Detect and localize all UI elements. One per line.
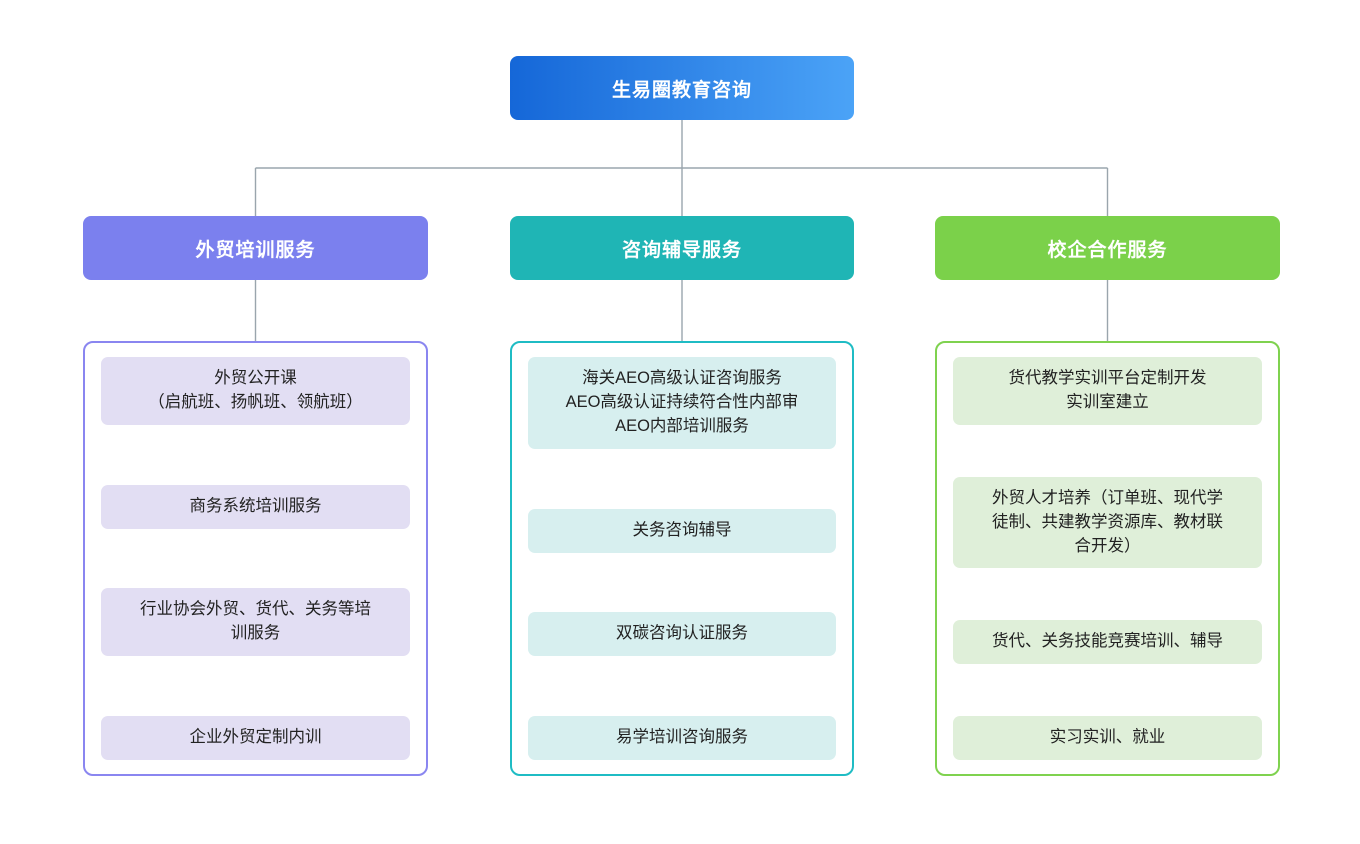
service-item-line: 海关AEO高级认证咨询服务 [582, 369, 782, 387]
service-item-card[interactable]: 实习实训、就业 [953, 716, 1262, 760]
service-item-line: 商务系统培训服务 [189, 496, 322, 515]
service-item-line: 外贸人才培养（订单班、现代学 [992, 488, 1223, 507]
service-item-line: 外贸公开课 [214, 369, 297, 387]
service-item-text: 关务咨询辅导 [633, 519, 732, 543]
service-item-line: 行业协会外贸、货代、关务等培 [140, 600, 371, 619]
service-item-card[interactable]: 外贸公开课 （启航班、扬帆班、领航班） [101, 357, 410, 425]
category-panel-school-enterprise-cooperation: 货代教学实训平台定制开发实训室建立外贸人才培养（订单班、现代学徒制、共建教学资源… [935, 341, 1280, 776]
service-item-line: AEO高级认证持续符合性内部审 [565, 392, 799, 411]
service-item-text: 外贸公开课 （启航班、扬帆班、领航班） [148, 367, 363, 415]
service-item-text: 海关AEO高级认证咨询服务 AEO高级认证持续符合性内部审 AEO内部培训服务 [566, 367, 799, 439]
root-node-label: 生易圈教育咨询 [611, 79, 752, 101]
service-item-card[interactable]: 海关AEO高级认证咨询服务 AEO高级认证持续符合性内部审 AEO内部培训服务 [528, 357, 836, 449]
service-item-line: （启航班、扬帆班、领航班） [148, 392, 363, 411]
category-column-foreign-trade-training: 外贸培训服务 外贸公开课 （启航班、扬帆班、领航班） 商务系统培训服务行业协会外贸、… [83, 216, 428, 776]
service-item-text: 易学培训咨询服务 [616, 726, 748, 750]
service-item-line: 徒制、共建教学资源库、教材联 [992, 512, 1223, 531]
service-item-card[interactable]: 企业外贸定制内训 [101, 716, 410, 760]
category-header-foreign-trade-training[interactable]: 外贸培训服务 [83, 216, 428, 280]
service-item-line: 训服务 [230, 624, 281, 643]
service-item-card[interactable]: 双碳咨询认证服务 [528, 612, 836, 657]
category-header-label: 外贸培训服务 [195, 239, 316, 261]
service-item-text: 货代教学实训平台定制开发实训室建立 [1009, 367, 1207, 415]
service-item-text: 货代、关务技能竞赛培训、辅导 [992, 630, 1223, 654]
category-header-consulting-tutoring[interactable]: 咨询辅导服务 [510, 216, 854, 280]
service-item-line: 合开发） [1074, 536, 1141, 555]
service-item-line: 货代、关务技能竞赛培训、辅导 [992, 632, 1223, 651]
service-item-card[interactable]: 外贸人才培养（订单班、现代学徒制、共建教学资源库、教材联合开发） [953, 476, 1262, 569]
service-item-text: 行业协会外贸、货代、关务等培训服务 [140, 598, 371, 646]
category-header-label: 校企合作服务 [1047, 239, 1168, 261]
category-column-school-enterprise-cooperation: 校企合作服务 货代教学实训平台定制开发实训室建立外贸人才培养（订单班、现代学徒制… [935, 216, 1280, 776]
service-item-card[interactable]: 关务咨询辅导 [528, 508, 836, 553]
service-item-card[interactable]: 货代、关务技能竞赛培训、辅导 [953, 620, 1262, 665]
service-item-line: 双碳咨询认证服务 [616, 624, 748, 643]
category-panel-consulting-tutoring: 海关AEO高级认证咨询服务 AEO高级认证持续符合性内部审 AEO内部培训服务关务咨… [510, 341, 854, 776]
service-item-text: 双碳咨询认证服务 [616, 622, 748, 646]
service-item-line: 货代教学实训平台定制开发 [1008, 369, 1207, 387]
service-item-card[interactable]: 货代教学实训平台定制开发实训室建立 [953, 357, 1262, 425]
category-column-consulting-tutoring: 咨询辅导服务 海关AEO高级认证咨询服务 AEO高级认证持续符合性内部审 AEO内部… [510, 216, 854, 776]
service-item-card[interactable]: 行业协会外贸、货代、关务等培训服务 [101, 588, 410, 657]
category-header-label: 咨询辅导服务 [621, 239, 742, 261]
service-item-line: 企业外贸定制内训 [189, 728, 322, 747]
service-item-line: AEO内部培训服务 [615, 416, 749, 435]
service-item-line: 关务咨询辅导 [632, 520, 732, 539]
service-item-line: 实训室建立 [1066, 392, 1149, 411]
category-panel-foreign-trade-training: 外贸公开课 （启航班、扬帆班、领航班） 商务系统培训服务行业协会外贸、货代、关务等培… [83, 341, 428, 776]
category-header-school-enterprise-cooperation[interactable]: 校企合作服务 [935, 216, 1280, 280]
service-item-line: 易学培训咨询服务 [616, 728, 748, 747]
service-item-text: 商务系统培训服务 [190, 495, 322, 519]
service-item-text: 实习实训、就业 [1050, 726, 1166, 750]
service-item-card[interactable]: 易学培训咨询服务 [528, 716, 836, 760]
service-item-card[interactable]: 商务系统培训服务 [101, 484, 410, 529]
service-item-text: 外贸人才培养（订单班、现代学徒制、共建教学资源库、教材联合开发） [992, 487, 1223, 559]
service-item-line: 实习实训、就业 [1049, 728, 1166, 747]
service-item-text: 企业外贸定制内训 [190, 726, 322, 750]
root-node[interactable]: 生易圈教育咨询 [510, 56, 854, 120]
